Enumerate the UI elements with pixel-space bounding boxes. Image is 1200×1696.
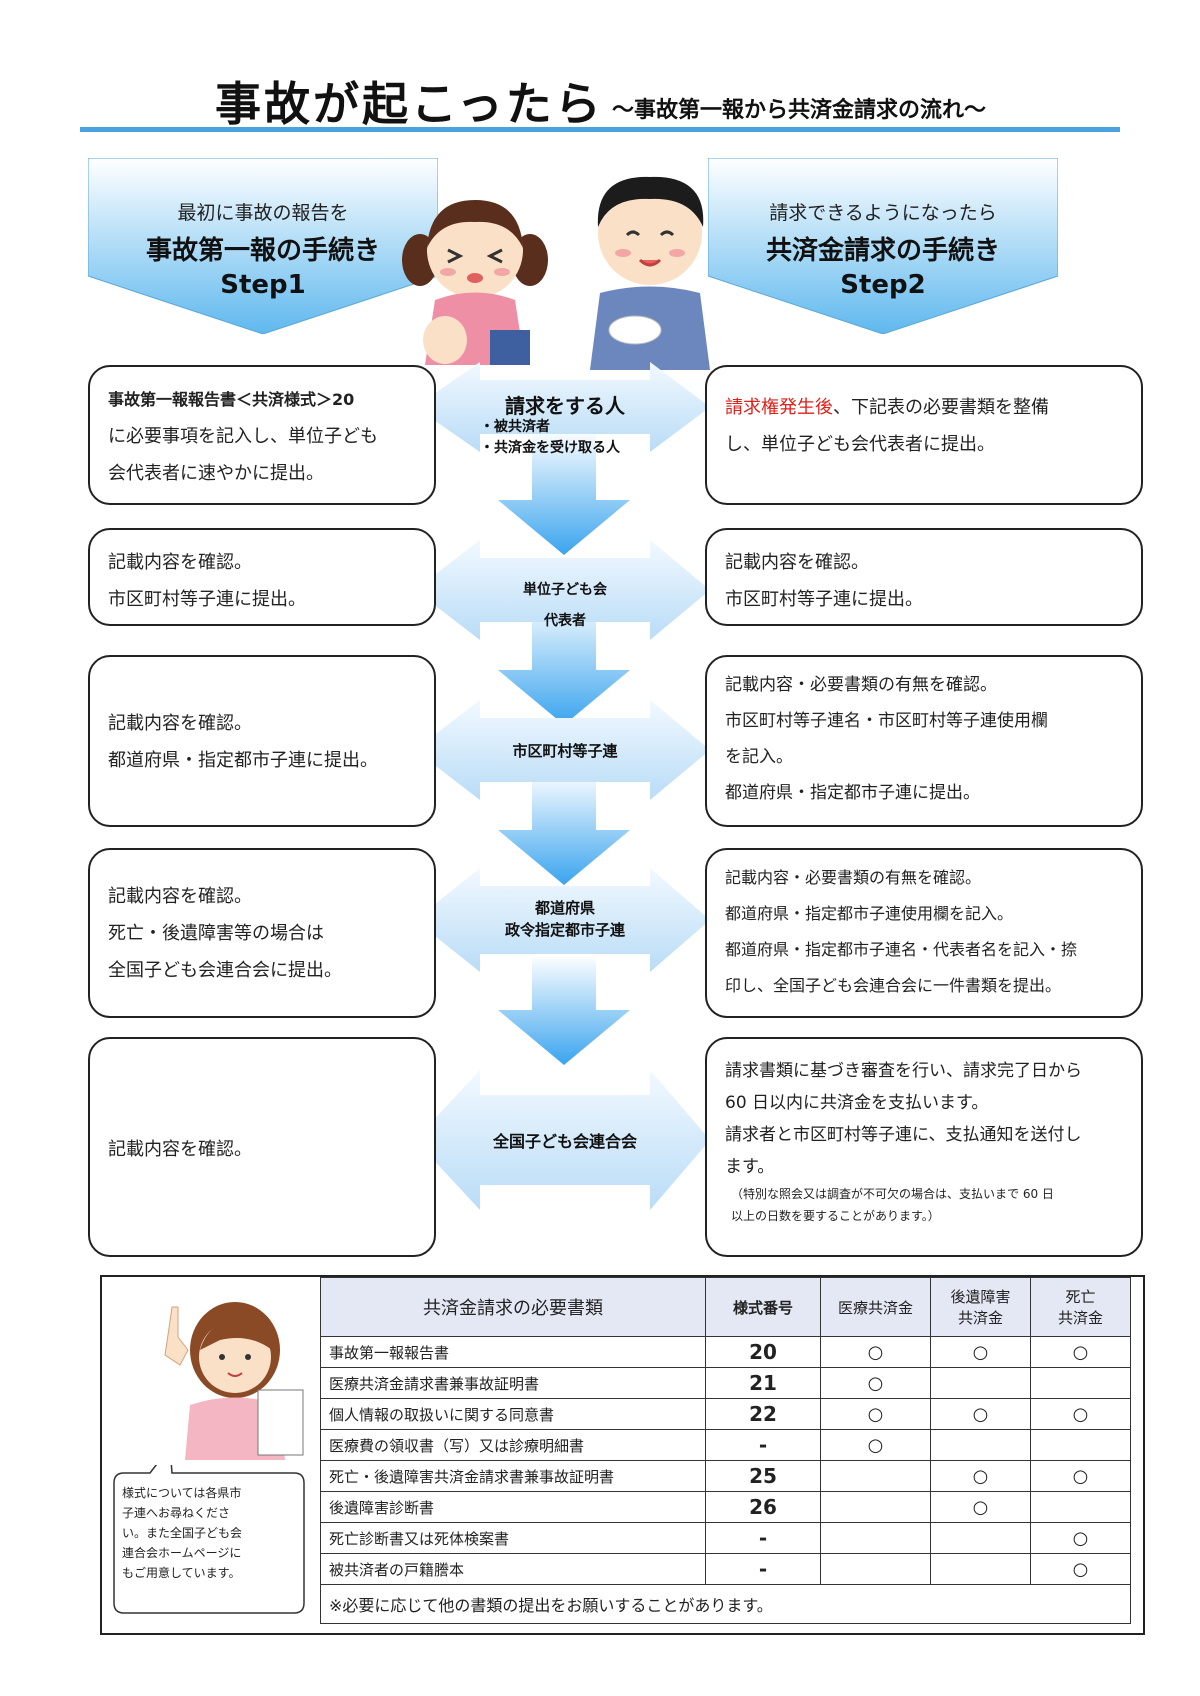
col-header-documents: 共済金請求の必要書類 [320,1277,706,1337]
flow-node-unit-representative: 単位子ども会 代表者 [523,582,607,629]
step1-box-claimant: 事故第一報報告書＜共済様式＞20 に必要事項を記入し、単位子ども 会代表者に速や… [88,365,436,505]
step1-box-national: 記載内容を確認。 [88,1037,436,1257]
step1-label: Step1 [220,270,306,300]
step1-banner: 最初に事故の報告を 事故第一報の手続き Step1 [88,158,438,334]
step1-banner-arrow [88,158,438,334]
info-speech-bubble: 様式については各県市 子連へお尋ねくださ い。また全国子ども会 連合会ホームペー… [110,1465,308,1620]
guide-woman-illustration [164,1302,304,1460]
step1-box-unit: 記載内容を確認。 市区町村等子連に提出。 [88,528,436,626]
step2-line1: 請求できるようになったら [769,202,997,224]
flow-node-national: 全国子ども会連合会 [492,1132,637,1151]
required-documents-table: 共済金請求の必要書類 様式番号 医療共済金 後遺障害 共済金 死亡 共済金 事故… [320,1277,1131,1624]
table-row: 個人情報の取扱いに関する同意書 22 ○ ○ ○ [320,1398,1131,1430]
double-arrow-5 [415,1070,710,1210]
step2-banner: 請求できるようになったら 共済金請求の手続き Step2 [708,158,1058,334]
table-row: 後遺障害診断書 26 ○ [320,1491,1131,1523]
table-row: 死亡診断書又は死体検案書 - ○ [320,1522,1131,1554]
speech-bubble-shape [113,1465,305,1614]
table-row: 被共済者の戸籍謄本 - ○ [320,1553,1131,1585]
col-header-death: 死亡 共済金 [1030,1277,1131,1337]
col-header-medical: 医療共済金 [820,1277,931,1337]
step1-title: 事故第一報の手続き [145,236,380,266]
step2-box-prefectural: 記載内容・必要書類の有無を確認。 都道府県・指定都市子連使用欄を記入。 都道府県… [705,848,1143,1018]
table-footnote-row: ※必要に応じて他の書類の提出をお願いすることがあります。 [320,1584,1131,1624]
speech-text: 様式については各県市 子連へお尋ねくださ い。また全国子ども会 連合会ホームペー… [122,1486,243,1580]
double-arrow-4 [415,868,710,972]
step1-line1: 最初に事故の報告を [177,202,349,224]
double-arrow-3 [415,700,710,800]
step2-box-national: 請求書類に基づき審査を行い、請求完了日から 60 日以内に共済金を支払います。 … [705,1037,1143,1257]
flow-node-municipal: 市区町村等子連 [512,742,618,760]
step2-box-municipal: 記載内容・必要書類の有無を確認。 市区町村等子連名・市区町村等子連使用欄 を記入… [705,655,1143,827]
page-subtitle: ～事故第一報から共済金請求の流れ～ [612,98,987,123]
col-header-form-number: 様式番号 [705,1277,821,1337]
step2-box-claimant: 請求権発生後、下記表の必要書類を整備 し、単位子ども会代表者に提出。 [705,365,1143,505]
step2-title: 共済金請求の手続き [765,236,1000,266]
page-title: 事故が起こったら [215,77,604,131]
step1-box-municipal: 記載内容を確認。 都道府県・指定都市子連に提出。 [88,655,436,827]
down-arrow-3 [498,770,630,885]
step2-box-unit: 記載内容を確認。 市区町村等子連に提出。 [705,528,1143,626]
table-header-row: 共済金請求の必要書類 様式番号 医療共済金 後遺障害 共済金 死亡 共済金 [320,1277,1131,1337]
col-header-disability: 後遺障害 共済金 [930,1277,1031,1337]
down-arrow-1 [498,430,630,555]
flow-node-prefectural: 都道府県 政令指定都市子連 [504,899,625,939]
step2-label: Step2 [840,270,926,300]
flow-node-claimant: 請求をする人 [505,394,625,418]
header-divider [80,127,1120,132]
injured-girl-illustration [402,200,548,365]
flow-node-claimant-details: ・被共済者 ・共済金を受け取る人 [480,419,620,456]
down-arrow-4 [498,955,630,1065]
required-documents-panel [100,1275,1145,1635]
table-row: 死亡・後遺障害共済金請求書兼事故証明書 25 ○ ○ [320,1460,1131,1492]
step1-box-prefectural: 記載内容を確認。 死亡・後遺障害等の場合は 全国子ども会連合会に提出。 [88,848,436,1018]
double-arrow-2 [415,540,710,640]
flow-arrows [415,362,710,1210]
table-footnote: ※必要に応じて他の書類の提出をお願いすることがあります。 [320,1584,1131,1624]
double-arrow-1 [415,362,710,452]
table-row: 医療共済金請求書兼事故証明書 21 ○ [320,1367,1131,1399]
down-arrow-2 [498,595,630,725]
step2-banner-arrow [708,158,1058,334]
table-row: 医療費の領収書（写）又は診療明細書 - ○ [320,1429,1131,1461]
injured-boy-illustration [590,176,710,370]
table-row: 事故第一報報告書 20 ○ ○ ○ [320,1336,1131,1368]
